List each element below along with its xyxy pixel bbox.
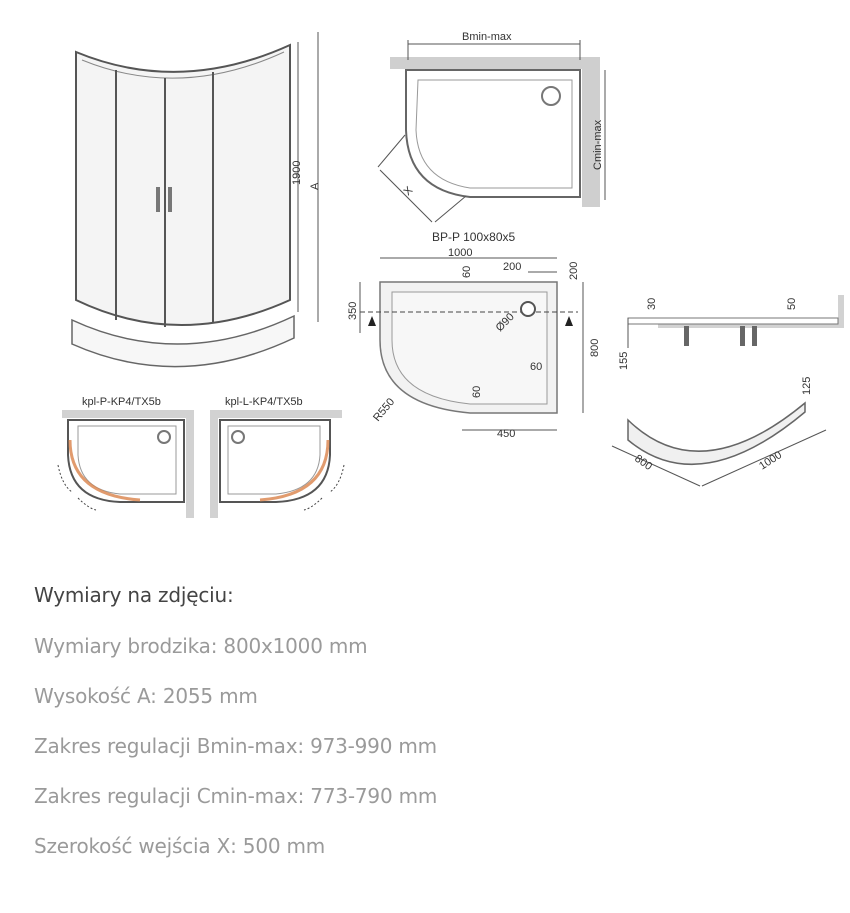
shower-enclosure-3d-view <box>71 32 319 368</box>
dim-155-label: 155 <box>618 352 630 370</box>
cmin-max-label: Cmin-max <box>592 119 604 170</box>
tray-depth-label: 800 <box>589 339 601 357</box>
dimensions-specs: Wymiary na zdjęciu: Wymiary brodzika: 80… <box>34 583 437 883</box>
variant-right-label: kpl-P-KP4/TX5b <box>82 396 161 408</box>
height-1900-label: 1900 <box>291 161 303 185</box>
model-label: BP-P 100x80x5 <box>432 230 515 244</box>
side-profile-view <box>627 295 844 348</box>
radius-label: R550 <box>371 396 397 424</box>
front-panel-view <box>611 401 827 487</box>
dim-200-drain-y-label: 200 <box>568 262 580 280</box>
variant-right <box>57 410 194 518</box>
entry-x-label: X <box>402 184 416 198</box>
dim-350-label: 350 <box>347 302 359 320</box>
technical-drawing: 1900 A Bmin-max Cmin-max X BP-P 100x80x5… <box>57 31 844 518</box>
bmin-max-label: Bmin-max <box>462 31 512 43</box>
panel-height-label: 125 <box>801 377 813 395</box>
dim-60-bottom-label: 60 <box>471 386 483 398</box>
straight-450-label: 450 <box>497 428 515 440</box>
top-view <box>377 40 606 223</box>
panel-1000-label: 1000 <box>757 449 784 472</box>
spec-entry-width: Szerokość wejścia X: 500 mm <box>34 834 326 858</box>
dim-60-right-label: 60 <box>530 361 542 373</box>
height-a-label: A <box>309 182 321 190</box>
variant-left-label: kpl-L-KP4/TX5b <box>225 396 303 408</box>
dim-60-top-label: 60 <box>461 266 473 278</box>
tray-dimension-view <box>359 257 584 431</box>
spec-cmin-max: Zakres regulacji Cmin-max: 773-790 mm <box>34 784 438 808</box>
spec-height-a: Wysokość A: 2055 mm <box>34 684 258 708</box>
tray-width-label: 1000 <box>448 247 472 259</box>
dim-50-label: 50 <box>786 298 798 310</box>
dim-200-drain-x-label: 200 <box>503 261 521 273</box>
spec-bmin-max: Zakres regulacji Bmin-max: 973-990 mm <box>34 734 437 758</box>
spec-tray-dimensions: Wymiary brodzika: 800x1000 mm <box>34 634 368 658</box>
specs-title: Wymiary na zdjęciu: <box>34 583 234 607</box>
variant-left <box>210 410 345 518</box>
dim-30-label: 30 <box>646 298 658 310</box>
